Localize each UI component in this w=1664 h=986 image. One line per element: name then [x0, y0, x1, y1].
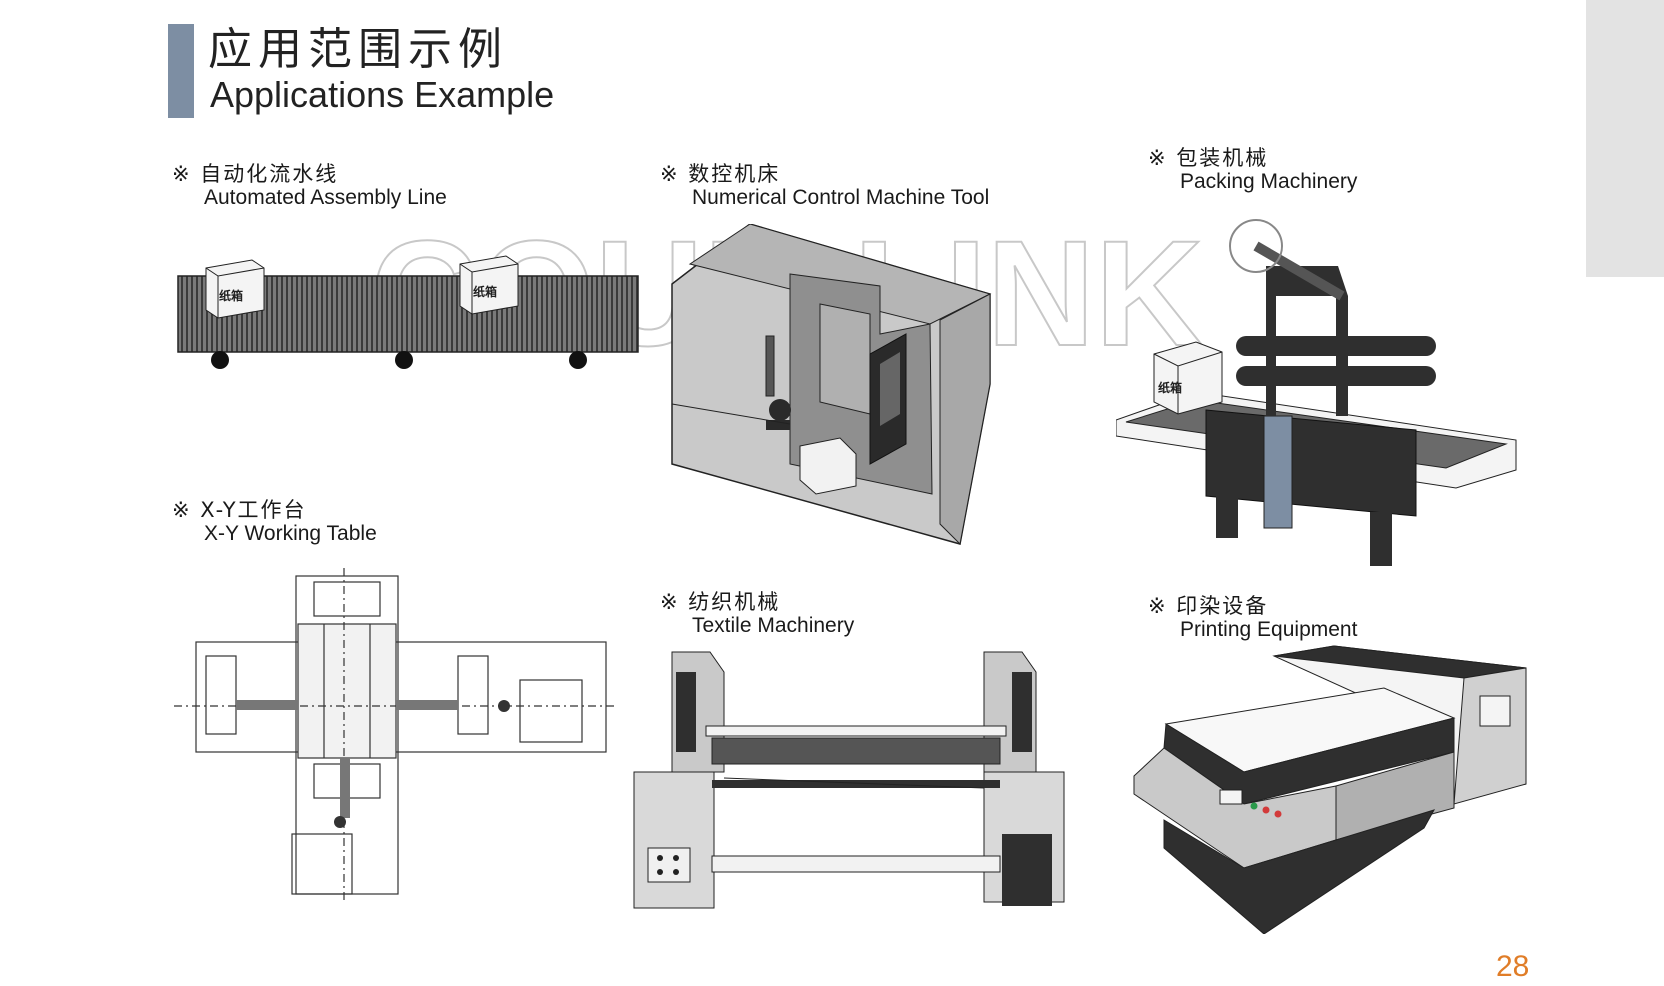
- section-textile-label: ※ 纺织机械 Textile Machinery: [660, 590, 854, 638]
- side-tab: [1586, 0, 1664, 277]
- xy-table-illustration: [174, 568, 614, 902]
- section-label-en: Packing Machinery: [1180, 170, 1358, 194]
- carton-label: 纸箱: [219, 288, 243, 303]
- carton-box: 纸箱: [1153, 341, 1223, 415]
- section-packing-label: ※ 包装机械 Packing Machinery: [1148, 146, 1357, 194]
- assembly-line-illustration: 纸箱 纸箱: [177, 255, 639, 369]
- carton-label: 纸箱: [1158, 380, 1182, 395]
- carton-box: 纸箱: [205, 259, 265, 319]
- section-assembly-line-label: ※ 自动化流水线 Automated Assembly Line: [172, 162, 447, 210]
- section-printing-label: ※ 印染设备 Printing Equipment: [1148, 594, 1357, 642]
- carton-label: 纸箱: [473, 284, 497, 299]
- packing-machine-illustration: 纸箱: [1116, 219, 1517, 566]
- section-label-en: X-Y Working Table: [204, 522, 377, 546]
- section-label-en: Textile Machinery: [692, 614, 855, 638]
- section-label-cn: ※ X-Y工作台: [172, 498, 307, 522]
- section-label-cn: ※ 印染设备: [1148, 594, 1269, 618]
- section-cnc-label: ※ 数控机床 Numerical Control Machine Tool: [660, 162, 989, 210]
- page-title-cn: 应用范围示例: [208, 24, 508, 75]
- section-label-cn: ※ 包装机械: [1148, 146, 1269, 170]
- title-accent-bar: [168, 24, 194, 118]
- page-number: 28: [1496, 950, 1530, 983]
- section-label-cn: ※ 数控机床: [660, 162, 781, 186]
- printing-machine-illustration: [1133, 645, 1527, 934]
- section-label-en: Automated Assembly Line: [204, 186, 447, 210]
- section-label-en: Printing Equipment: [1180, 618, 1358, 642]
- carton-box: 纸箱: [459, 255, 519, 315]
- section-label-en: Numerical Control Machine Tool: [692, 186, 990, 210]
- textile-machine-illustration: [633, 651, 1065, 909]
- page-title-en: Applications Example: [210, 74, 555, 115]
- section-label-cn: ※ 自动化流水线: [172, 162, 339, 186]
- section-xy-table-label: ※ X-Y工作台 X-Y Working Table: [172, 498, 377, 546]
- cnc-machine-illustration: [671, 224, 992, 546]
- section-label-cn: ※ 纺织机械: [660, 590, 781, 614]
